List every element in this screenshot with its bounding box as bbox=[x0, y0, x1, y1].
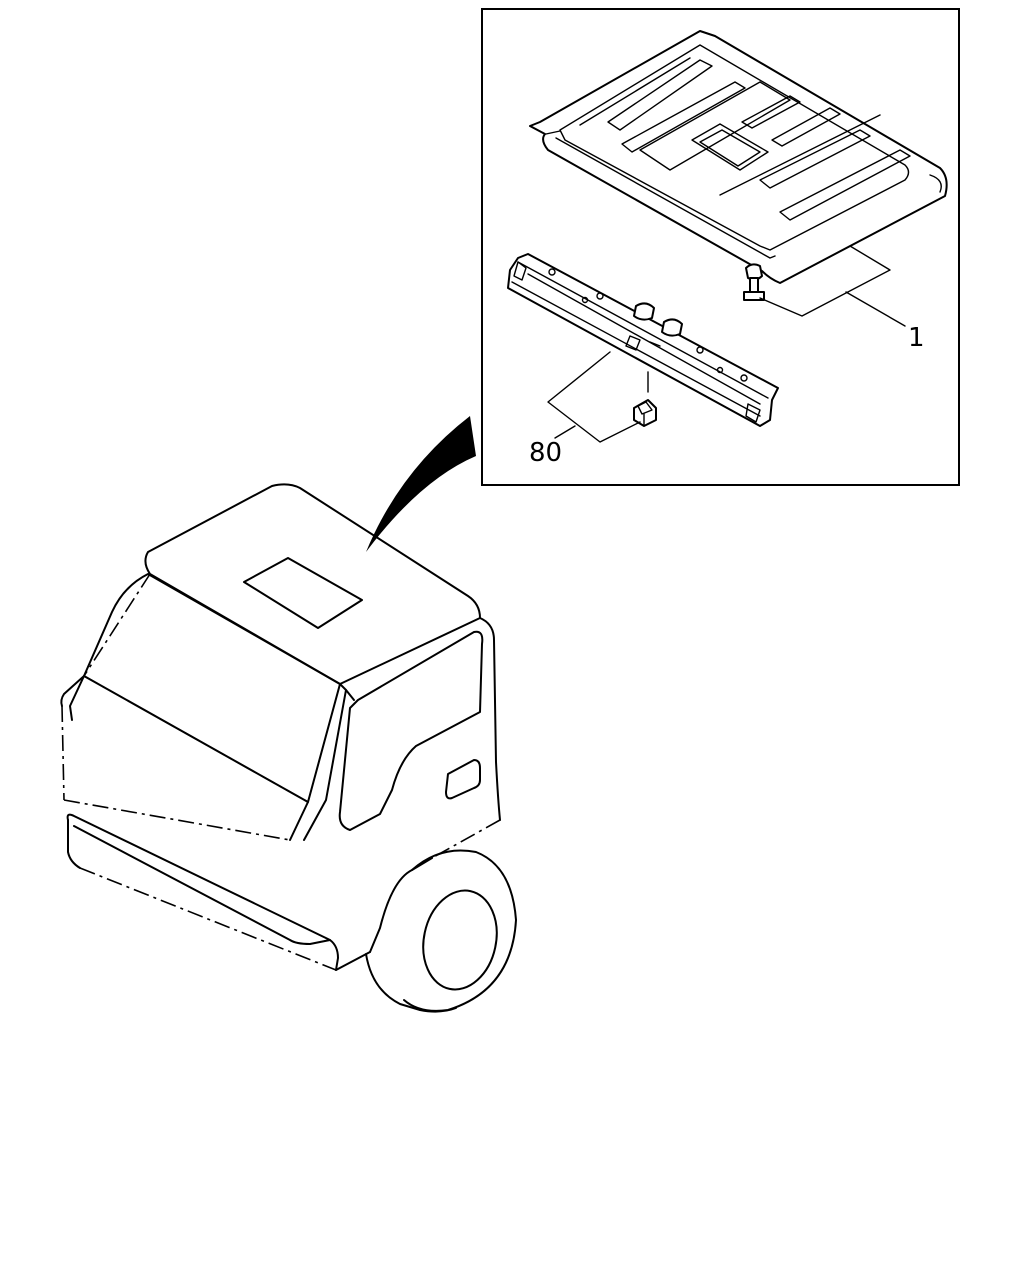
leader-part-1-tail bbox=[845, 291, 906, 327]
detail-pointer-wedge bbox=[366, 416, 476, 552]
leader-part-1 bbox=[759, 245, 891, 317]
callout-part-80[interactable]: 80 bbox=[529, 438, 562, 468]
front-wheel bbox=[403, 849, 517, 1013]
bolt[interactable] bbox=[743, 263, 765, 301]
callout-part-1[interactable]: 1 bbox=[908, 323, 925, 353]
clip[interactable] bbox=[633, 399, 657, 427]
roof-location-marker bbox=[243, 557, 363, 629]
truck-cab-outline bbox=[60, 483, 501, 1011]
leader-part-80 bbox=[547, 351, 641, 443]
roof-lining-panel[interactable] bbox=[529, 30, 948, 284]
detail-inset-frame bbox=[481, 8, 960, 486]
leader-part-80-tail bbox=[554, 425, 576, 439]
overhead-console-rail[interactable] bbox=[507, 253, 779, 427]
